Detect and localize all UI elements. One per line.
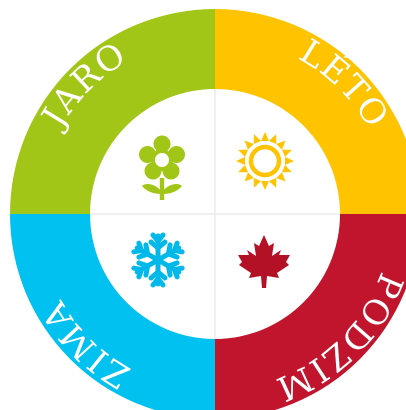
sun-ray: [238, 149, 249, 158]
sun-ray: [268, 177, 277, 188]
sun-ray: [244, 172, 254, 182]
snowflake-arm: [131, 240, 158, 261]
sun-ray: [238, 164, 249, 173]
sun-ray: [244, 140, 254, 150]
snowflake-arm: [158, 240, 185, 261]
sun-icon: [236, 132, 294, 190]
sun-ray: [268, 134, 277, 145]
sun-ray: [276, 172, 286, 182]
sun-ray: [236, 157, 245, 165]
sun-ray: [281, 164, 292, 173]
snowflake-arm: [131, 259, 158, 280]
sun-ray: [285, 157, 294, 165]
snowflake-arm: [148, 232, 168, 259]
flower-icon: [139, 135, 185, 200]
snowflake-icon: [131, 232, 185, 288]
maple-leaf-icon: [238, 235, 290, 288]
sun-ray: [261, 181, 269, 190]
snowflake-arm: [158, 259, 185, 280]
sun-ray: [276, 140, 286, 150]
sun-ray: [253, 177, 262, 188]
snowflake-arm: [148, 261, 168, 288]
sun-ray: [253, 134, 262, 145]
sun-ray: [261, 132, 269, 141]
sun-ray: [281, 149, 292, 158]
